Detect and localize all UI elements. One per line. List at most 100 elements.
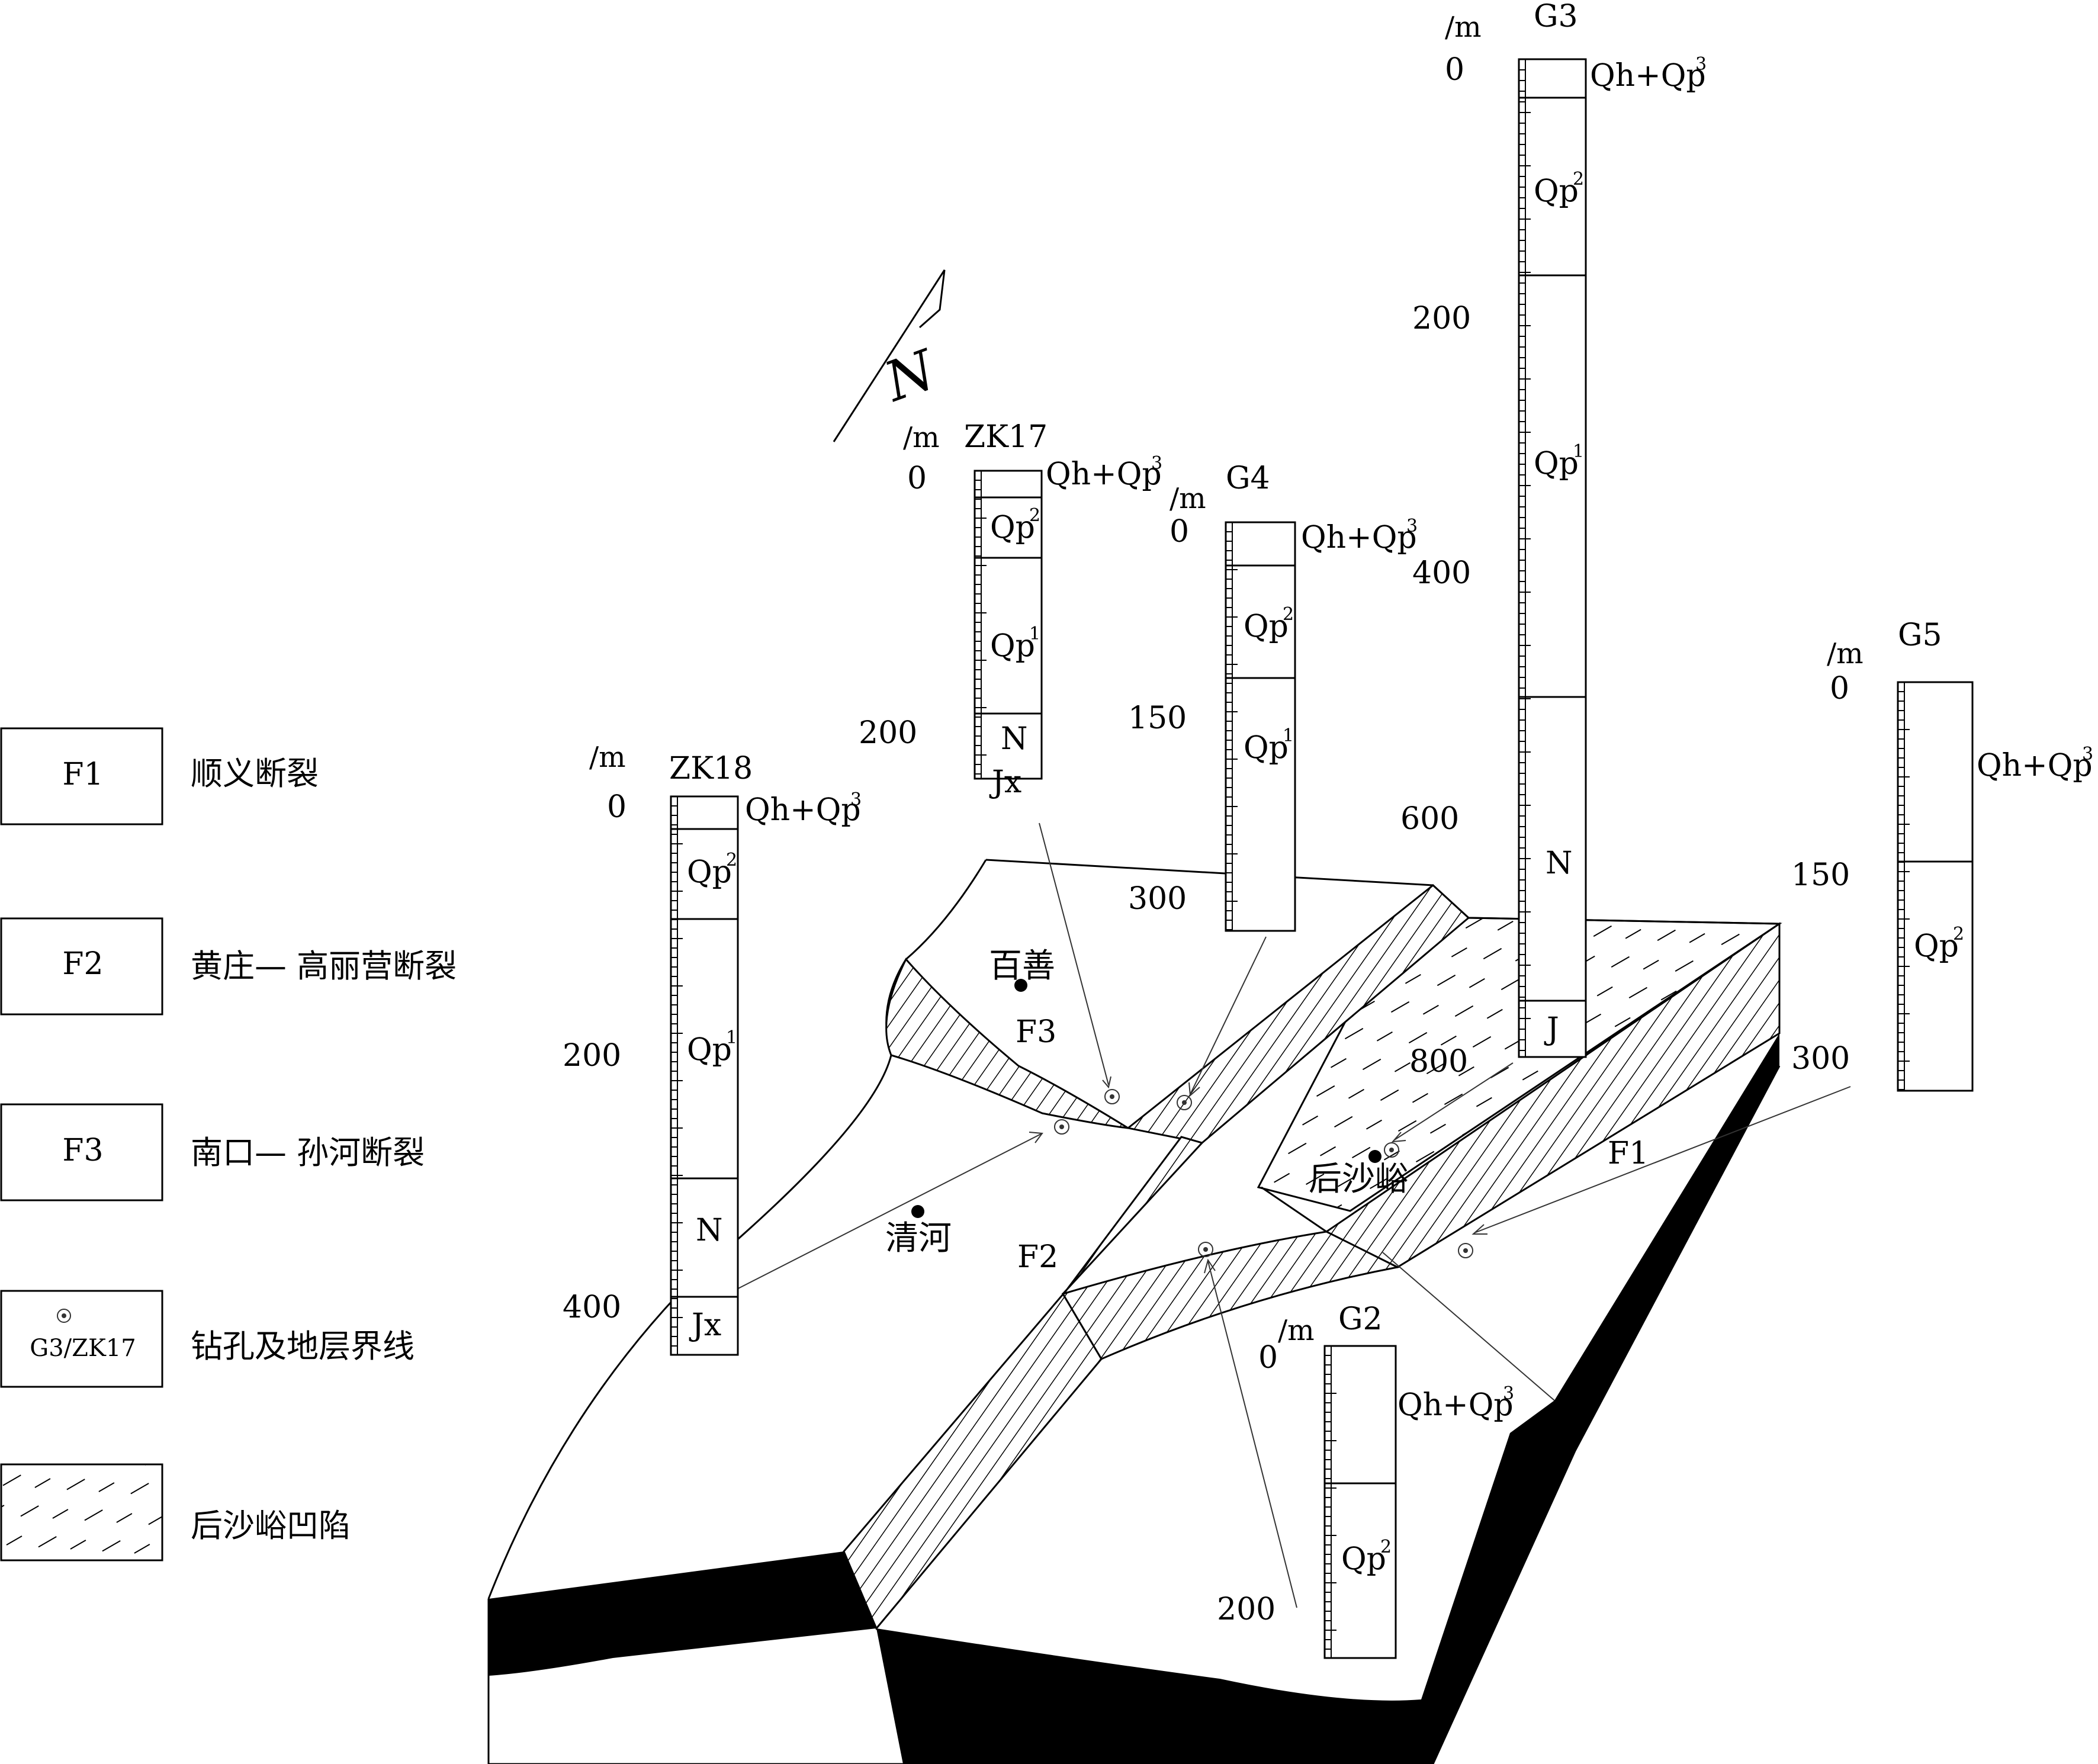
g5-layer-qh-sup: 3 bbox=[2082, 744, 2093, 764]
g2-tick-0: 0 bbox=[1258, 1340, 1278, 1376]
zk17-layer-qp2: Qp bbox=[990, 510, 1035, 545]
leader-lines bbox=[725, 822, 1851, 1608]
basement-layer-right bbox=[876, 1033, 1779, 1764]
basement-layer-left bbox=[489, 1551, 876, 1676]
fault-label-f3: F3 bbox=[1016, 1014, 1056, 1050]
g4-layer-qp2: Qp bbox=[1244, 609, 1289, 644]
g2-name: G2 bbox=[1338, 1302, 1383, 1337]
g4-name: G4 bbox=[1226, 461, 1270, 496]
borehole-marker-icon bbox=[1198, 1242, 1213, 1257]
zk17-name: ZK17 bbox=[964, 419, 1048, 455]
column-ruler-ticks bbox=[1226, 522, 1238, 931]
g3-layer-qp1-sup: 1 bbox=[1573, 441, 1584, 462]
g3-tick-600: 600 bbox=[1400, 801, 1459, 837]
zk17-layer-qp1-sup: 1 bbox=[1029, 624, 1040, 644]
north-arrow: N bbox=[833, 269, 946, 442]
g3-layer-qp2-sup: 2 bbox=[1573, 169, 1584, 189]
legend-label-depression: 后沙峪凹陷 bbox=[191, 1507, 351, 1544]
legend-label-borehole: 钻孔及地层界线 bbox=[191, 1328, 415, 1365]
place-label-baishan: 百善 bbox=[989, 947, 1055, 985]
zk18-unit: /m bbox=[589, 741, 626, 774]
arrowhead-icon bbox=[1472, 1224, 1487, 1235]
g3-layer-qh: Qh+Qp bbox=[1590, 58, 1706, 94]
zk18-column bbox=[670, 795, 739, 1356]
place-label-qinghe: 清河 bbox=[885, 1219, 952, 1258]
place-label-houshayu: 后沙峪 bbox=[1309, 1160, 1408, 1199]
borehole-marker-icon bbox=[1104, 1089, 1120, 1104]
column-ruler-ticks bbox=[1325, 1346, 1336, 1658]
zk17-unit: /m bbox=[903, 421, 940, 454]
block-front-base bbox=[487, 1599, 1433, 1764]
legend-item-f1: F1 顺义断裂 bbox=[0, 727, 319, 825]
g5-column bbox=[1897, 681, 1974, 1092]
g2-layer-qh: Qh+Qp bbox=[1397, 1387, 1514, 1423]
g2-layer-qh-sup: 3 bbox=[1503, 1383, 1514, 1404]
g2-unit: /m bbox=[1278, 1314, 1315, 1347]
g5-layer-qp2-sup: 2 bbox=[1953, 924, 1964, 944]
zk18-layer-qp2: Qp bbox=[687, 854, 732, 890]
north-arrow-icon bbox=[833, 269, 946, 442]
g3-unit: /m bbox=[1445, 11, 1482, 44]
borehole-marker-dot-icon bbox=[1110, 1094, 1114, 1099]
legend-label-f1: 顺义断裂 bbox=[191, 755, 319, 792]
leader-g4 bbox=[1190, 936, 1267, 1095]
zk18-layer-jx: Jx bbox=[689, 1307, 721, 1343]
zk17-column bbox=[974, 470, 1043, 780]
g3-name: G3 bbox=[1534, 0, 1578, 34]
legend-symbol-f2: F2 bbox=[62, 946, 103, 982]
g3-layer-j: J bbox=[1544, 1011, 1559, 1047]
borehole-g5: G5 /m 0 150 300 Qh+Qp 3 Qp 2 bbox=[1791, 618, 2093, 1092]
borehole-zk18: ZK18 /m 0 200 400 Qh+Qp 3 Qp 2 Qp 1 N Jx bbox=[563, 741, 862, 1356]
g4-unit: /m bbox=[1170, 482, 1206, 515]
f3-fault-band bbox=[885, 957, 1129, 1129]
leader-g3 bbox=[1394, 1062, 1514, 1140]
arrowhead-icon bbox=[1204, 1258, 1216, 1274]
borehole-g4: G4 /m 0 150 300 Qh+Qp 3 Qp 2 Qp 1 bbox=[1128, 461, 1418, 932]
legend: F1 顺义断裂 F2 黄庄— 高丽营断裂 F3 南口— 孙河断裂 G3/ZK17… bbox=[0, 727, 457, 1561]
town-dot-houshayu bbox=[1368, 1150, 1381, 1163]
zk18-layer-qh: Qh+Qp bbox=[745, 792, 861, 828]
g5-unit: /m bbox=[1827, 637, 1864, 670]
g5-name: G5 bbox=[1898, 618, 1942, 653]
f2-fault-band-south bbox=[843, 1136, 1204, 1630]
borehole-zk17: ZK17 /m 0 200 Qh+Qp 3 Qp 2 Qp 1 N Jx bbox=[859, 419, 1162, 800]
zk18-tick-200: 200 bbox=[563, 1038, 621, 1074]
zk18-name: ZK18 bbox=[669, 751, 753, 786]
g5-tick-0: 0 bbox=[1830, 671, 1849, 706]
zk18-layer-qp1-sup: 1 bbox=[726, 1027, 737, 1048]
borehole-marker-icon bbox=[1458, 1243, 1473, 1258]
legend-symbol-borehole: G3/ZK17 bbox=[30, 1335, 136, 1362]
g3-layer-qh-sup: 3 bbox=[1695, 54, 1707, 75]
legend-item-f3: F3 南口— 孙河断裂 bbox=[0, 1103, 425, 1201]
g3-tick-800: 800 bbox=[1409, 1044, 1468, 1079]
g4-tick-150: 150 bbox=[1128, 701, 1187, 736]
zk17-layer-qp2-sup: 2 bbox=[1029, 505, 1040, 526]
g3-layer-n: N bbox=[1546, 846, 1573, 881]
borehole-marker-dot-icon bbox=[1203, 1247, 1208, 1252]
borehole-marker-icon bbox=[1177, 1095, 1192, 1110]
borehole-marker-dot-icon bbox=[1182, 1100, 1187, 1105]
legend-item-depression: 后沙峪凹陷 bbox=[0, 1463, 351, 1561]
g4-layer-qp1: Qp bbox=[1244, 730, 1289, 766]
borehole-marker-icon bbox=[1054, 1119, 1069, 1135]
legend-symbol-f3: F3 bbox=[62, 1133, 103, 1168]
zk18-tick-0: 0 bbox=[607, 789, 626, 825]
zk17-layer-qp1: Qp bbox=[990, 628, 1035, 664]
borehole-marker-dot-icon bbox=[1059, 1124, 1064, 1129]
g4-layer-qp1-sup: 1 bbox=[1283, 725, 1294, 746]
legend-label-f2: 黄庄— 高丽营断裂 bbox=[191, 947, 457, 985]
g2-tick-200: 200 bbox=[1217, 1592, 1275, 1627]
legend-item-f2: F2 黄庄— 高丽营断裂 bbox=[0, 917, 457, 1016]
borehole-marker-icon bbox=[1384, 1142, 1399, 1158]
leader-g2-fault bbox=[1382, 1252, 1555, 1401]
arrowhead-icon bbox=[1102, 1076, 1111, 1089]
borehole-symbol-icon bbox=[57, 1309, 71, 1323]
zk17-layer-jx: Jx bbox=[989, 764, 1021, 800]
block-right-side bbox=[1432, 1065, 1781, 1764]
fault-label-f1: F1 bbox=[1608, 1136, 1649, 1171]
zk17-tick-0: 0 bbox=[907, 461, 927, 496]
g3-tick-0: 0 bbox=[1445, 52, 1464, 88]
legend-box-depression bbox=[0, 1463, 163, 1561]
borehole-columns: ZK18 /m 0 200 400 Qh+Qp 3 Qp 2 Qp 1 N Jx… bbox=[563, 0, 2093, 1659]
town-dot-baishan bbox=[1014, 979, 1027, 992]
